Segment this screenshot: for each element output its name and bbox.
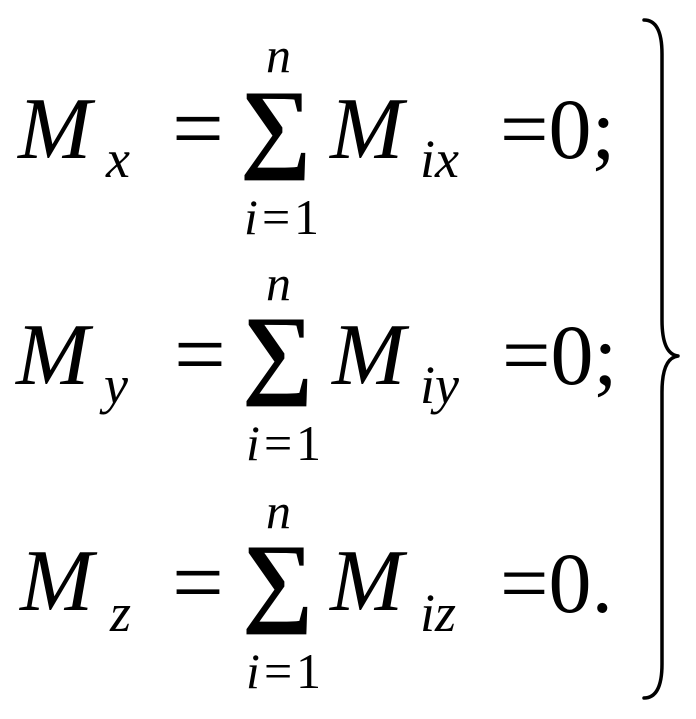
term-subscript: iy xyxy=(420,355,459,415)
sum-lower-start: 1 xyxy=(296,643,321,699)
equals-sign: = xyxy=(172,531,224,633)
term-symbol: M xyxy=(332,307,406,404)
sum-upper-limit: n xyxy=(266,483,291,539)
lhs-subscript: x xyxy=(106,129,130,189)
lhs-subscript: y xyxy=(104,355,128,415)
sum-lower-equals: = xyxy=(264,415,292,471)
sum-lower-start: 1 xyxy=(296,415,321,471)
equals-sign: = xyxy=(174,303,226,405)
term-subscript: iz xyxy=(420,583,457,643)
sum-lower-index: i xyxy=(244,189,258,245)
term-subscript: ix xyxy=(420,129,459,189)
right-brace-icon xyxy=(642,18,680,700)
term-symbol: M xyxy=(330,533,404,630)
summation-sign: ∑ xyxy=(242,524,314,635)
term-symbol: M xyxy=(330,81,404,178)
sum-lower-index: i xyxy=(246,415,260,471)
equals-sign: = xyxy=(172,77,224,179)
lhs-symbol: M xyxy=(16,307,90,404)
rhs-value: =0; xyxy=(500,81,616,177)
summation-sign: ∑ xyxy=(242,296,314,407)
lhs-symbol: M xyxy=(20,533,94,630)
lhs-subscript: z xyxy=(110,583,132,643)
rhs-value: =0. xyxy=(500,535,614,631)
rhs-value: =0; xyxy=(502,307,618,403)
sum-lower-equals: = xyxy=(264,643,292,699)
sum-upper-limit: n xyxy=(266,255,291,311)
sum-lower-equals: = xyxy=(262,189,290,245)
lhs-symbol: M xyxy=(18,81,92,178)
summation-sign: ∑ xyxy=(240,70,312,181)
sum-lower-index: i xyxy=(246,643,260,699)
sum-upper-limit: n xyxy=(266,27,291,83)
sum-lower-start: 1 xyxy=(294,189,319,245)
